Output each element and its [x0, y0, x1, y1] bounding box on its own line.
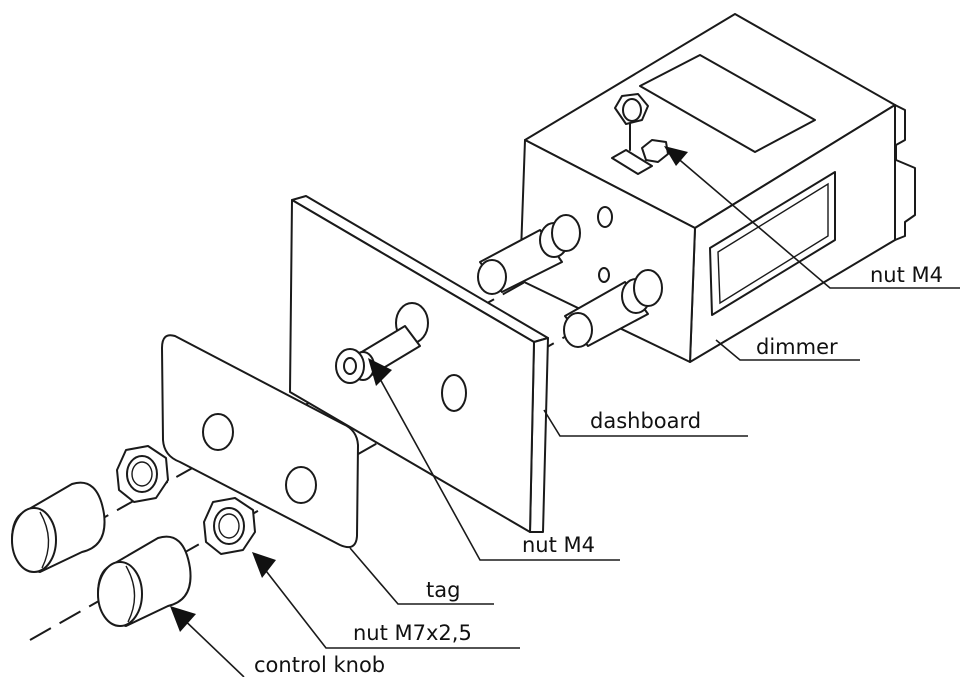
label-nut-m4-bottom: nut M4: [522, 533, 595, 557]
dimmer-top-window: [639, 54, 816, 153]
leader-dimmer: [715, 339, 860, 361]
nut-m4-top-washer: [641, 139, 669, 163]
leader-nut-m7: [255, 557, 520, 649]
label-dimmer: dimmer: [756, 335, 838, 359]
part-labels: nut M4 dimmer dashboard nut M4 tag nut M…: [254, 263, 943, 677]
arrow-control-knob: [170, 606, 196, 632]
leader-dashboard: [543, 409, 748, 437]
dimmer-top-slot: [611, 149, 653, 175]
dimmer-mounting-rail: [894, 104, 916, 241]
dimmer-side-window: [709, 171, 836, 316]
dimmer-front-hole: [597, 206, 613, 228]
dimmer-shaft-lower: [563, 269, 663, 348]
dashboard-hole-lower: [441, 374, 467, 412]
arrow-nut-m4-bottom: [368, 358, 392, 386]
dimmer-shaft-upper: [477, 214, 581, 295]
tag-hole-lower: [285, 466, 317, 504]
leader-lines: [170, 146, 960, 677]
nut-m7-upper: [116, 445, 169, 503]
control-knob-upper: [11, 481, 106, 573]
tag-plate-outline: [161, 334, 359, 549]
dimmer-side-window-inner: [717, 182, 829, 305]
nut-m4-bottom-hole: [343, 357, 357, 375]
label-nut-m7: nut M7x2,5: [353, 621, 472, 645]
nut-m7-lower: [203, 497, 256, 555]
label-nut-m4-top: nut M4: [870, 263, 943, 287]
tag-plate: [161, 334, 359, 549]
leader-tag: [349, 547, 494, 605]
label-tag: tag: [426, 578, 460, 602]
arrow-nut-m4-top: [664, 146, 688, 166]
dashboard-plate: [289, 195, 549, 533]
leader-nut-m4-bottom: [373, 367, 620, 561]
nut-m4-bottom-washer: [335, 348, 365, 384]
dashboard-plate-front: [289, 199, 535, 533]
leader-nut-m4-top: [667, 149, 960, 289]
nut-m4-top-hole: [622, 98, 642, 122]
label-dashboard: dashboard: [590, 409, 701, 433]
nut-m4-top-part: [614, 93, 669, 163]
dimmer-front-hole-2: [598, 267, 610, 283]
label-control-knob: control knob: [254, 653, 385, 677]
control-knob-lower: [97, 535, 192, 627]
tag-hole-upper: [202, 413, 234, 451]
arrow-nut-m7: [252, 552, 276, 578]
